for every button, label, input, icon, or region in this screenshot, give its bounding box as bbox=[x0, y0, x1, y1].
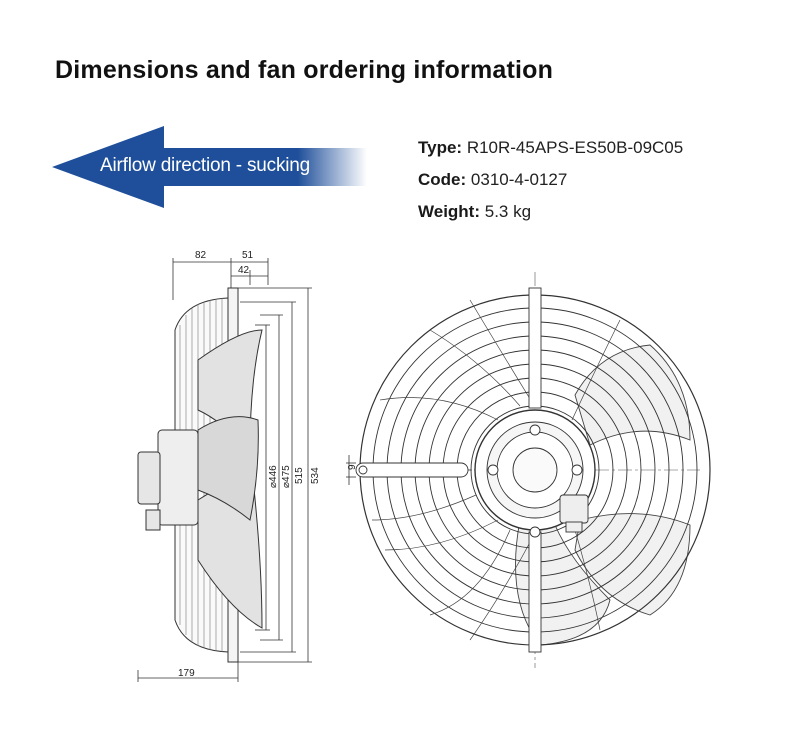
dim-51: 51 bbox=[242, 250, 254, 261]
side-view-body bbox=[137, 287, 263, 663]
spec-list: Type: R10R-45APS-ES50B-09C05 Code: 0310-… bbox=[418, 132, 683, 228]
airflow-arrow bbox=[52, 126, 367, 208]
spec-code: Code: 0310-4-0127 bbox=[418, 164, 683, 196]
dim-446: ⌀446 bbox=[268, 465, 279, 488]
dim-179: 179 bbox=[178, 668, 195, 679]
dim-475: ⌀475 bbox=[281, 465, 292, 488]
dim-9: 9 bbox=[347, 464, 358, 470]
dim-42: 42 bbox=[238, 265, 250, 276]
spec-code-value: 0310-4-0127 bbox=[470, 170, 568, 189]
dim-515: 515 bbox=[294, 467, 305, 484]
dim-534: 534 bbox=[310, 467, 321, 484]
spec-code-key: Code: bbox=[418, 170, 467, 189]
front-view bbox=[355, 272, 711, 668]
dim-82: 82 bbox=[195, 250, 207, 261]
airflow-label: Airflow direction - sucking bbox=[100, 155, 311, 176]
spec-type-key: Type: bbox=[418, 138, 463, 157]
spec-weight: Weight: 5.3 kg bbox=[418, 196, 683, 228]
front-view-dims bbox=[346, 455, 356, 485]
spec-type-value: R10R-45APS-ES50B-09C05 bbox=[466, 138, 684, 157]
spec-weight-key: Weight: bbox=[418, 202, 481, 221]
spec-type: Type: R10R-45APS-ES50B-09C05 bbox=[418, 132, 683, 164]
spec-weight-value: 5.3 kg bbox=[484, 202, 532, 221]
page-title: Dimensions and fan ordering information bbox=[55, 56, 554, 84]
side-view-dims-text: 82 51 42 179 ⌀446 ⌀475 515 534 bbox=[178, 250, 321, 679]
